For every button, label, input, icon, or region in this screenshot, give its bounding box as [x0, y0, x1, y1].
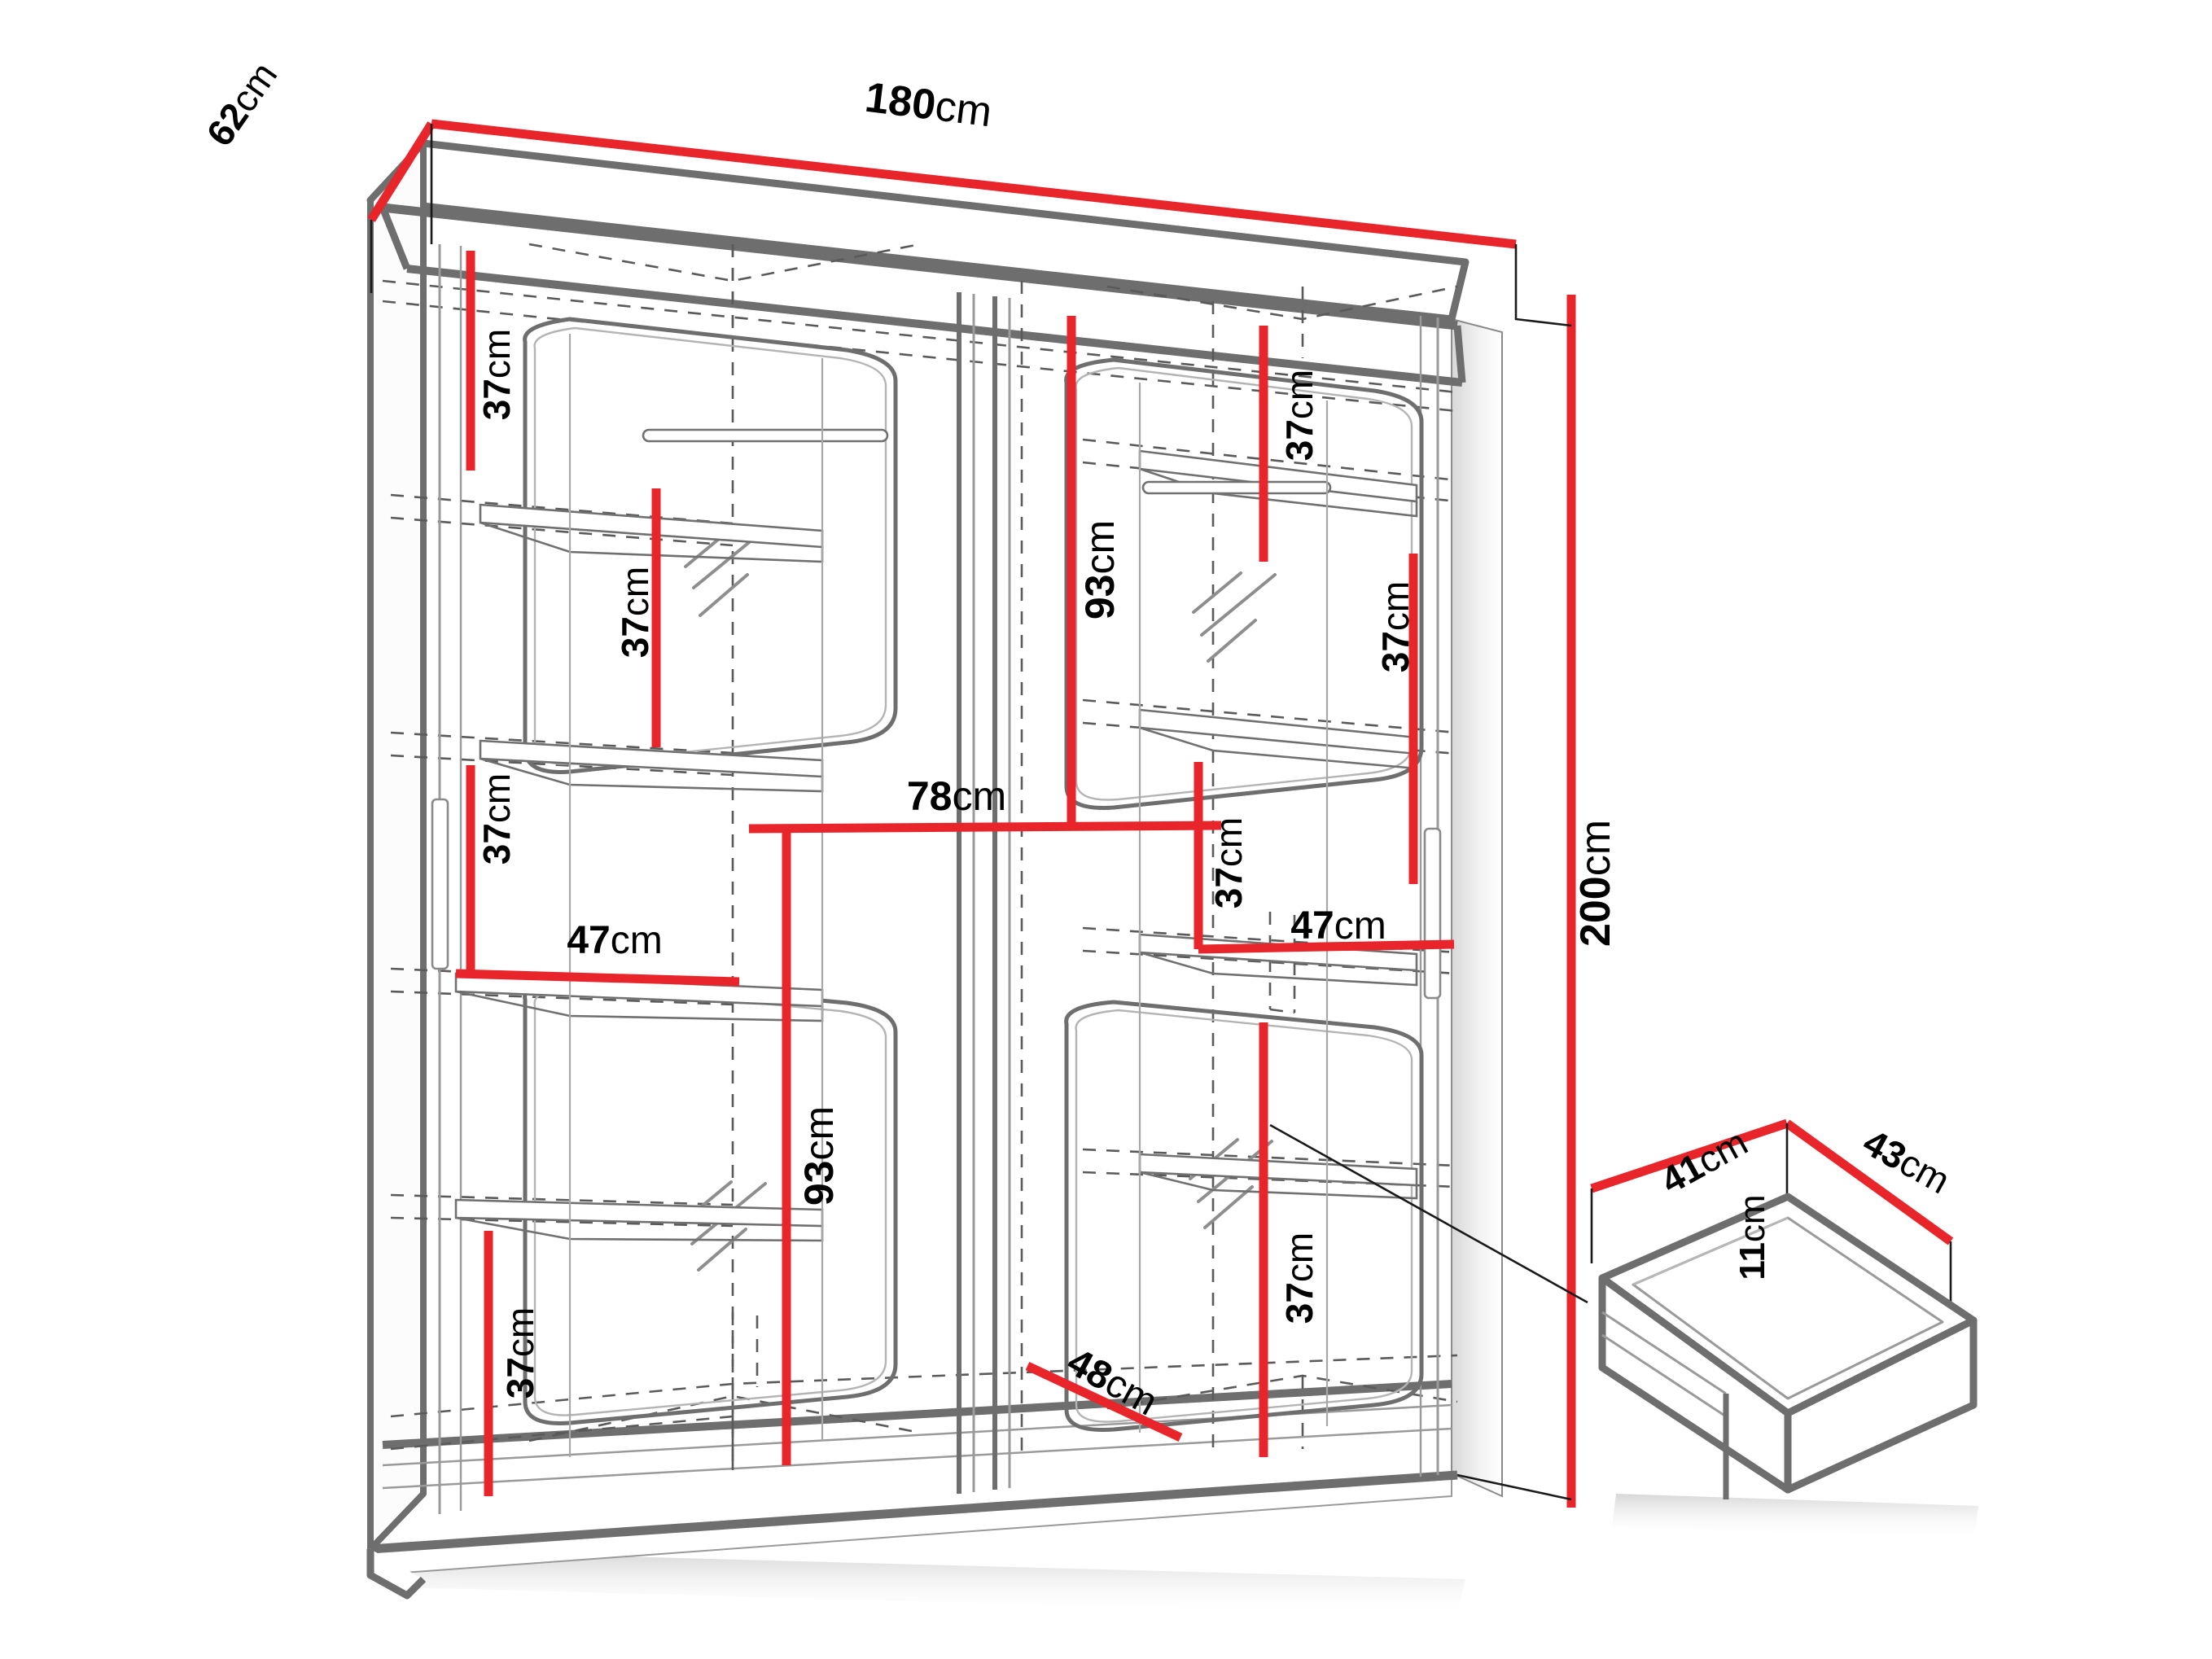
dimension-unit: cm: [1278, 370, 1321, 419]
dimension-unit: cm: [952, 773, 1006, 819]
dimension-label-width-180: 180cm: [862, 73, 994, 136]
dimline-drawer-depth-41: [1590, 1118, 1789, 1193]
ext-200-bottom: [1456, 1473, 1572, 1501]
sliding-doors: [431, 244, 1442, 1514]
dimension-value: 180: [862, 73, 938, 129]
dimline-width-180: [431, 119, 1517, 249]
dimline-middle-78: [748, 821, 1222, 834]
dimension-label-left-bottom-37: 37cm: [499, 1307, 541, 1399]
dimension-value: 78: [907, 773, 953, 819]
dimension-label-right-third-37: 37cm: [1207, 817, 1250, 909]
dimension-value: 37: [614, 616, 656, 658]
dimension-value: 93: [796, 1161, 842, 1206]
dimension-value: 37: [1207, 867, 1250, 908]
hanging-rail-right: [1141, 480, 1332, 495]
dimension-value: 37: [475, 823, 518, 865]
mirror-glass-reflection-upper-right: [1192, 571, 1277, 663]
drawer-right-face: [1784, 1316, 1978, 1494]
dimension-value: 47: [567, 919, 610, 962]
top-right-return: [1453, 325, 1466, 383]
drawer-detail-drawing: [1598, 1193, 1978, 1499]
dimension-value: 47: [1290, 904, 1334, 948]
dimension-unit: cm: [475, 773, 518, 823]
top-inner-edge: [382, 203, 1458, 330]
leader-drawer-to-cabinet: [1269, 1123, 1588, 1304]
dimension-unit: cm: [1077, 520, 1123, 575]
dimension-label-drawer-depth-41: 41cm: [1654, 1121, 1754, 1202]
plinth-bottom-edge: [370, 1470, 1458, 1554]
dimension-value: 93: [1077, 575, 1123, 620]
dimline-left-shelf-47: [455, 969, 740, 987]
dimension-unit: cm: [1207, 817, 1250, 867]
dimension-unit: cm: [611, 919, 663, 962]
dimension-unit: cm: [1334, 904, 1386, 948]
dimension-label-height-200: 200cm: [1572, 820, 1619, 947]
dimension-label-left-second-37: 37cm: [614, 567, 656, 659]
dimension-value: 11: [1732, 1242, 1772, 1280]
dimension-unit: cm: [614, 567, 656, 616]
plinth-left-foot: [366, 1549, 427, 1600]
dimension-label-right-top-37: 37cm: [1278, 370, 1321, 462]
dimension-unit: cm: [1732, 1194, 1772, 1242]
top-rail-edge: [406, 265, 1463, 387]
hanging-rail-left: [642, 428, 889, 443]
drawer-front-groove-2: [1601, 1333, 1727, 1418]
dimension-unit: cm: [933, 82, 995, 136]
dimension-label-left-third-37: 37cm: [475, 773, 518, 865]
dimension-unit: cm: [1278, 1232, 1321, 1282]
mirror-panel-upper-right: [1064, 357, 1424, 810]
dimension-value: 37: [1278, 1282, 1321, 1324]
dimension-label-left-shelf-47: 47cm: [567, 919, 662, 962]
plinth-groove-2: [382, 1427, 1452, 1490]
dimension-label-drawer-width-43: 43cm: [1856, 1121, 1957, 1202]
dimension-label-drawer-height-11: 11cm: [1732, 1194, 1772, 1280]
dimension-value: 37: [1278, 419, 1321, 461]
dimension-unit: cm: [1572, 820, 1619, 876]
dimension-value: 37: [475, 379, 518, 420]
mirror-panel-lower-right: [1064, 1000, 1424, 1432]
dimline-depth-62: [367, 121, 436, 222]
dimline-interior-depth-48: [1025, 1362, 1183, 1442]
dimline-drawer-width-43: [1784, 1119, 1954, 1245]
dimension-value: 200: [1572, 876, 1619, 947]
right-side-panel: [1451, 317, 1503, 1498]
drawer-inner-edge: [1632, 1216, 1789, 1286]
dimension-label-right-shelf-47: 47cm: [1290, 904, 1386, 948]
left-side-panel: [367, 140, 427, 1552]
ground-shadow: [403, 1494, 1978, 1616]
dimension-label-middle-78: 78cm: [907, 773, 1006, 819]
left-door-handle[interactable]: [431, 798, 449, 970]
dimension-label-right-bottom-37: 37cm: [1278, 1232, 1321, 1324]
dimension-unit: cm: [1374, 581, 1417, 631]
dimension-value: 37: [1374, 631, 1417, 672]
right-door-handle[interactable]: [1423, 827, 1442, 1000]
dimension-label-right-second-37: 37cm: [1374, 581, 1417, 673]
dimension-label-left-top-37: 37cm: [475, 329, 518, 421]
mirror-panel-lower-right-inner: [1075, 1009, 1413, 1423]
mirror-panel-upper-left: [523, 317, 898, 774]
dimension-label-depth-62: 62cm: [198, 55, 285, 154]
top-left-return: [379, 206, 411, 270]
dimension-label-right-rail-93: 93cm: [1077, 520, 1123, 619]
dimension-lines: [367, 119, 1954, 1508]
dimension-value: 37: [499, 1357, 541, 1399]
interior-shelves: [454, 334, 1418, 1457]
ext-200-top: [1514, 244, 1572, 327]
dimension-label-left-rail-93: 93cm: [796, 1106, 842, 1206]
drawer-front-groove-1: [1601, 1311, 1727, 1395]
dimension-unit: cm: [475, 329, 518, 379]
dimension-unit: cm: [796, 1106, 842, 1161]
dimline-right-shelf-47: [1198, 939, 1455, 954]
extension-lines: [370, 124, 1952, 1501]
dimension-unit: cm: [499, 1307, 541, 1357]
